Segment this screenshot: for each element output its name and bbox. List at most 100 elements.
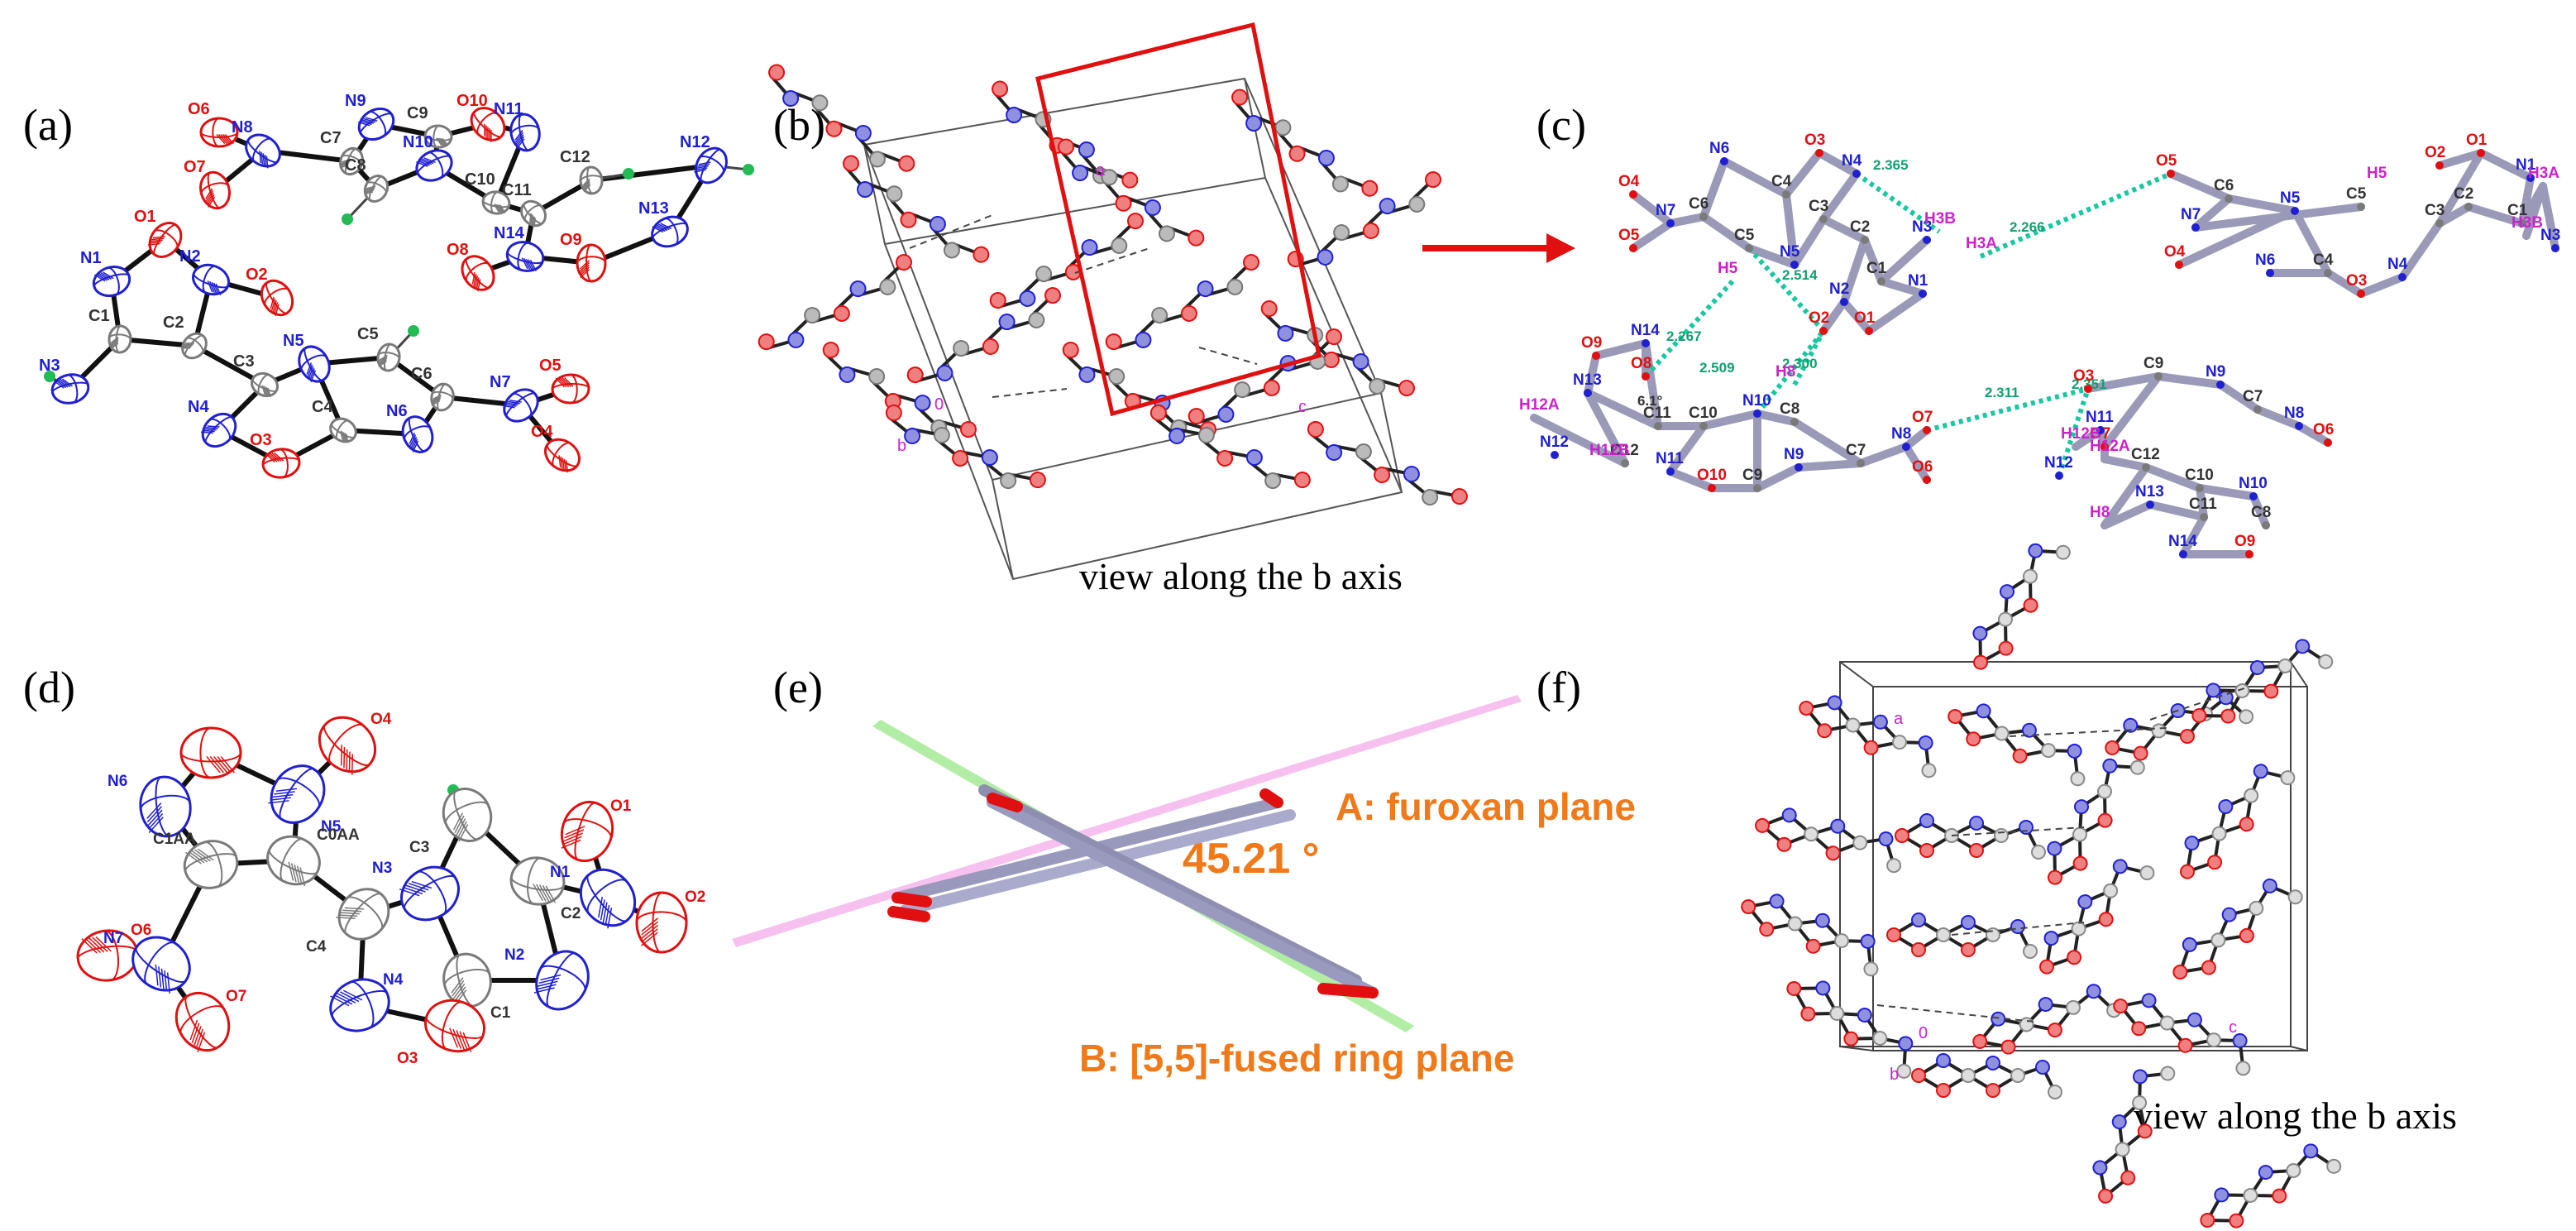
atom-label: C8 xyxy=(1780,400,1799,418)
atom-label: N3 xyxy=(1912,218,1932,236)
atom-sphere xyxy=(2031,845,2046,860)
atom-C2 xyxy=(1861,236,1869,244)
atom-label: C4 xyxy=(306,938,327,956)
atom-label: N10 xyxy=(1742,392,1771,410)
atom-sphere xyxy=(1786,981,1802,996)
atom-sphere xyxy=(1741,899,1756,915)
atom-sphere xyxy=(1263,379,1280,396)
atom-N13 xyxy=(651,215,689,248)
atom-sphere xyxy=(1919,813,1934,828)
atom-sphere xyxy=(1886,858,1902,874)
atom-label: O3 xyxy=(250,431,272,449)
atom-sphere xyxy=(943,242,960,259)
atom-label: N3 xyxy=(2540,227,2560,244)
bond xyxy=(2191,203,2365,232)
atom-C2 xyxy=(509,856,566,906)
atom-N8 xyxy=(245,133,281,169)
atom-sphere xyxy=(1231,89,1249,106)
hbond-distance: 2.365 xyxy=(1873,157,1909,173)
atom-sphere xyxy=(2048,1085,2062,1099)
atom-sphere xyxy=(1006,107,1023,124)
hydrogen-atom xyxy=(743,164,754,175)
atom-label: N12 xyxy=(1540,433,1569,451)
atom-N1 xyxy=(92,266,131,297)
panel-label-f: (f) xyxy=(1537,663,1581,712)
atom-sphere xyxy=(1352,353,1369,371)
atom-label: H3A xyxy=(2528,165,2559,182)
atom-label: O9 xyxy=(1581,334,1602,352)
atom-label: N11 xyxy=(1656,450,1684,467)
atom-N3 xyxy=(1923,236,1931,244)
atom-label: N11 xyxy=(2086,409,2114,426)
atom-sphere xyxy=(1317,149,1335,166)
atom-N5 xyxy=(2291,207,2299,215)
atom-sphere xyxy=(885,404,902,421)
atom-O4 xyxy=(544,438,581,473)
atom-label: O4 xyxy=(1618,173,1640,190)
atom-sphere xyxy=(2072,826,2087,842)
atom-label: N10 xyxy=(2239,475,2268,492)
furoxan-plane xyxy=(732,695,1522,947)
atom-sphere xyxy=(2077,894,2093,910)
bond xyxy=(1819,170,1861,223)
atom-label: C7 xyxy=(320,129,342,147)
atom-sphere xyxy=(1878,831,1894,847)
atom-sphere xyxy=(879,278,896,295)
atom-sphere xyxy=(1408,195,1426,213)
atom-N9 xyxy=(2216,381,2225,389)
atom-label: C3 xyxy=(409,839,429,856)
atom-sphere xyxy=(2023,944,2038,959)
atom-sphere xyxy=(839,366,856,383)
bond xyxy=(1861,236,1885,285)
atom-sphere xyxy=(1072,165,1089,182)
atom-label: C6 xyxy=(2214,177,2234,194)
axis-label: c xyxy=(2229,1018,2237,1037)
atom-C1 xyxy=(108,324,132,354)
atom-label: O6 xyxy=(2313,421,2334,438)
atom-sphere xyxy=(2092,1160,2108,1176)
atom-sphere xyxy=(2055,544,2071,560)
atom-sphere xyxy=(2000,1039,2016,1055)
atom-sphere xyxy=(906,366,924,384)
atom-sphere xyxy=(804,307,821,324)
atom-sphere xyxy=(914,395,931,412)
atom-sphere xyxy=(2318,654,2334,669)
atom-label: C5 xyxy=(2346,185,2367,203)
atom-label: O7 xyxy=(226,988,246,1005)
atom-label: N2 xyxy=(1829,280,1849,298)
atom-sphere xyxy=(1135,331,1152,348)
atom-C1AA xyxy=(183,840,239,889)
arrow-head xyxy=(1546,233,1575,263)
atom-N7 xyxy=(502,388,539,423)
atom-sphere xyxy=(2235,1061,2251,1076)
atom-sphere xyxy=(973,246,990,263)
atom-N4 xyxy=(2398,273,2406,281)
bond xyxy=(2291,207,2332,277)
atom-label: N14 xyxy=(1631,322,1660,339)
bond xyxy=(1790,418,1865,467)
atom-sphere xyxy=(1260,300,1278,318)
atom-sphere xyxy=(2113,999,2129,1014)
atom-O8 xyxy=(1642,372,1650,381)
atom-label: C4 xyxy=(1771,173,1792,190)
atom-sphere xyxy=(1799,701,1814,716)
atom-sphere xyxy=(1972,1033,1988,1049)
packed-molecule xyxy=(2172,878,2303,980)
atom-O3 xyxy=(424,999,485,1053)
atom-sphere xyxy=(1325,328,1342,346)
atom-sphere xyxy=(1852,835,1868,850)
atom-label: N8 xyxy=(2284,405,2304,422)
atom-O8 xyxy=(461,255,495,292)
atom-sphere xyxy=(2253,764,2268,779)
atom-O4 xyxy=(1629,190,1637,199)
atom-N1 xyxy=(2526,174,2535,182)
bond xyxy=(1666,422,1708,476)
atom-label: N3 xyxy=(39,357,60,375)
atom-C5 xyxy=(376,342,401,372)
atom-sphere xyxy=(2010,1068,2025,1083)
atom-sphere xyxy=(1078,141,1095,158)
atom-sphere xyxy=(2021,722,2037,738)
atom-C10 xyxy=(2196,484,2204,492)
atom-label: O8 xyxy=(447,241,469,259)
